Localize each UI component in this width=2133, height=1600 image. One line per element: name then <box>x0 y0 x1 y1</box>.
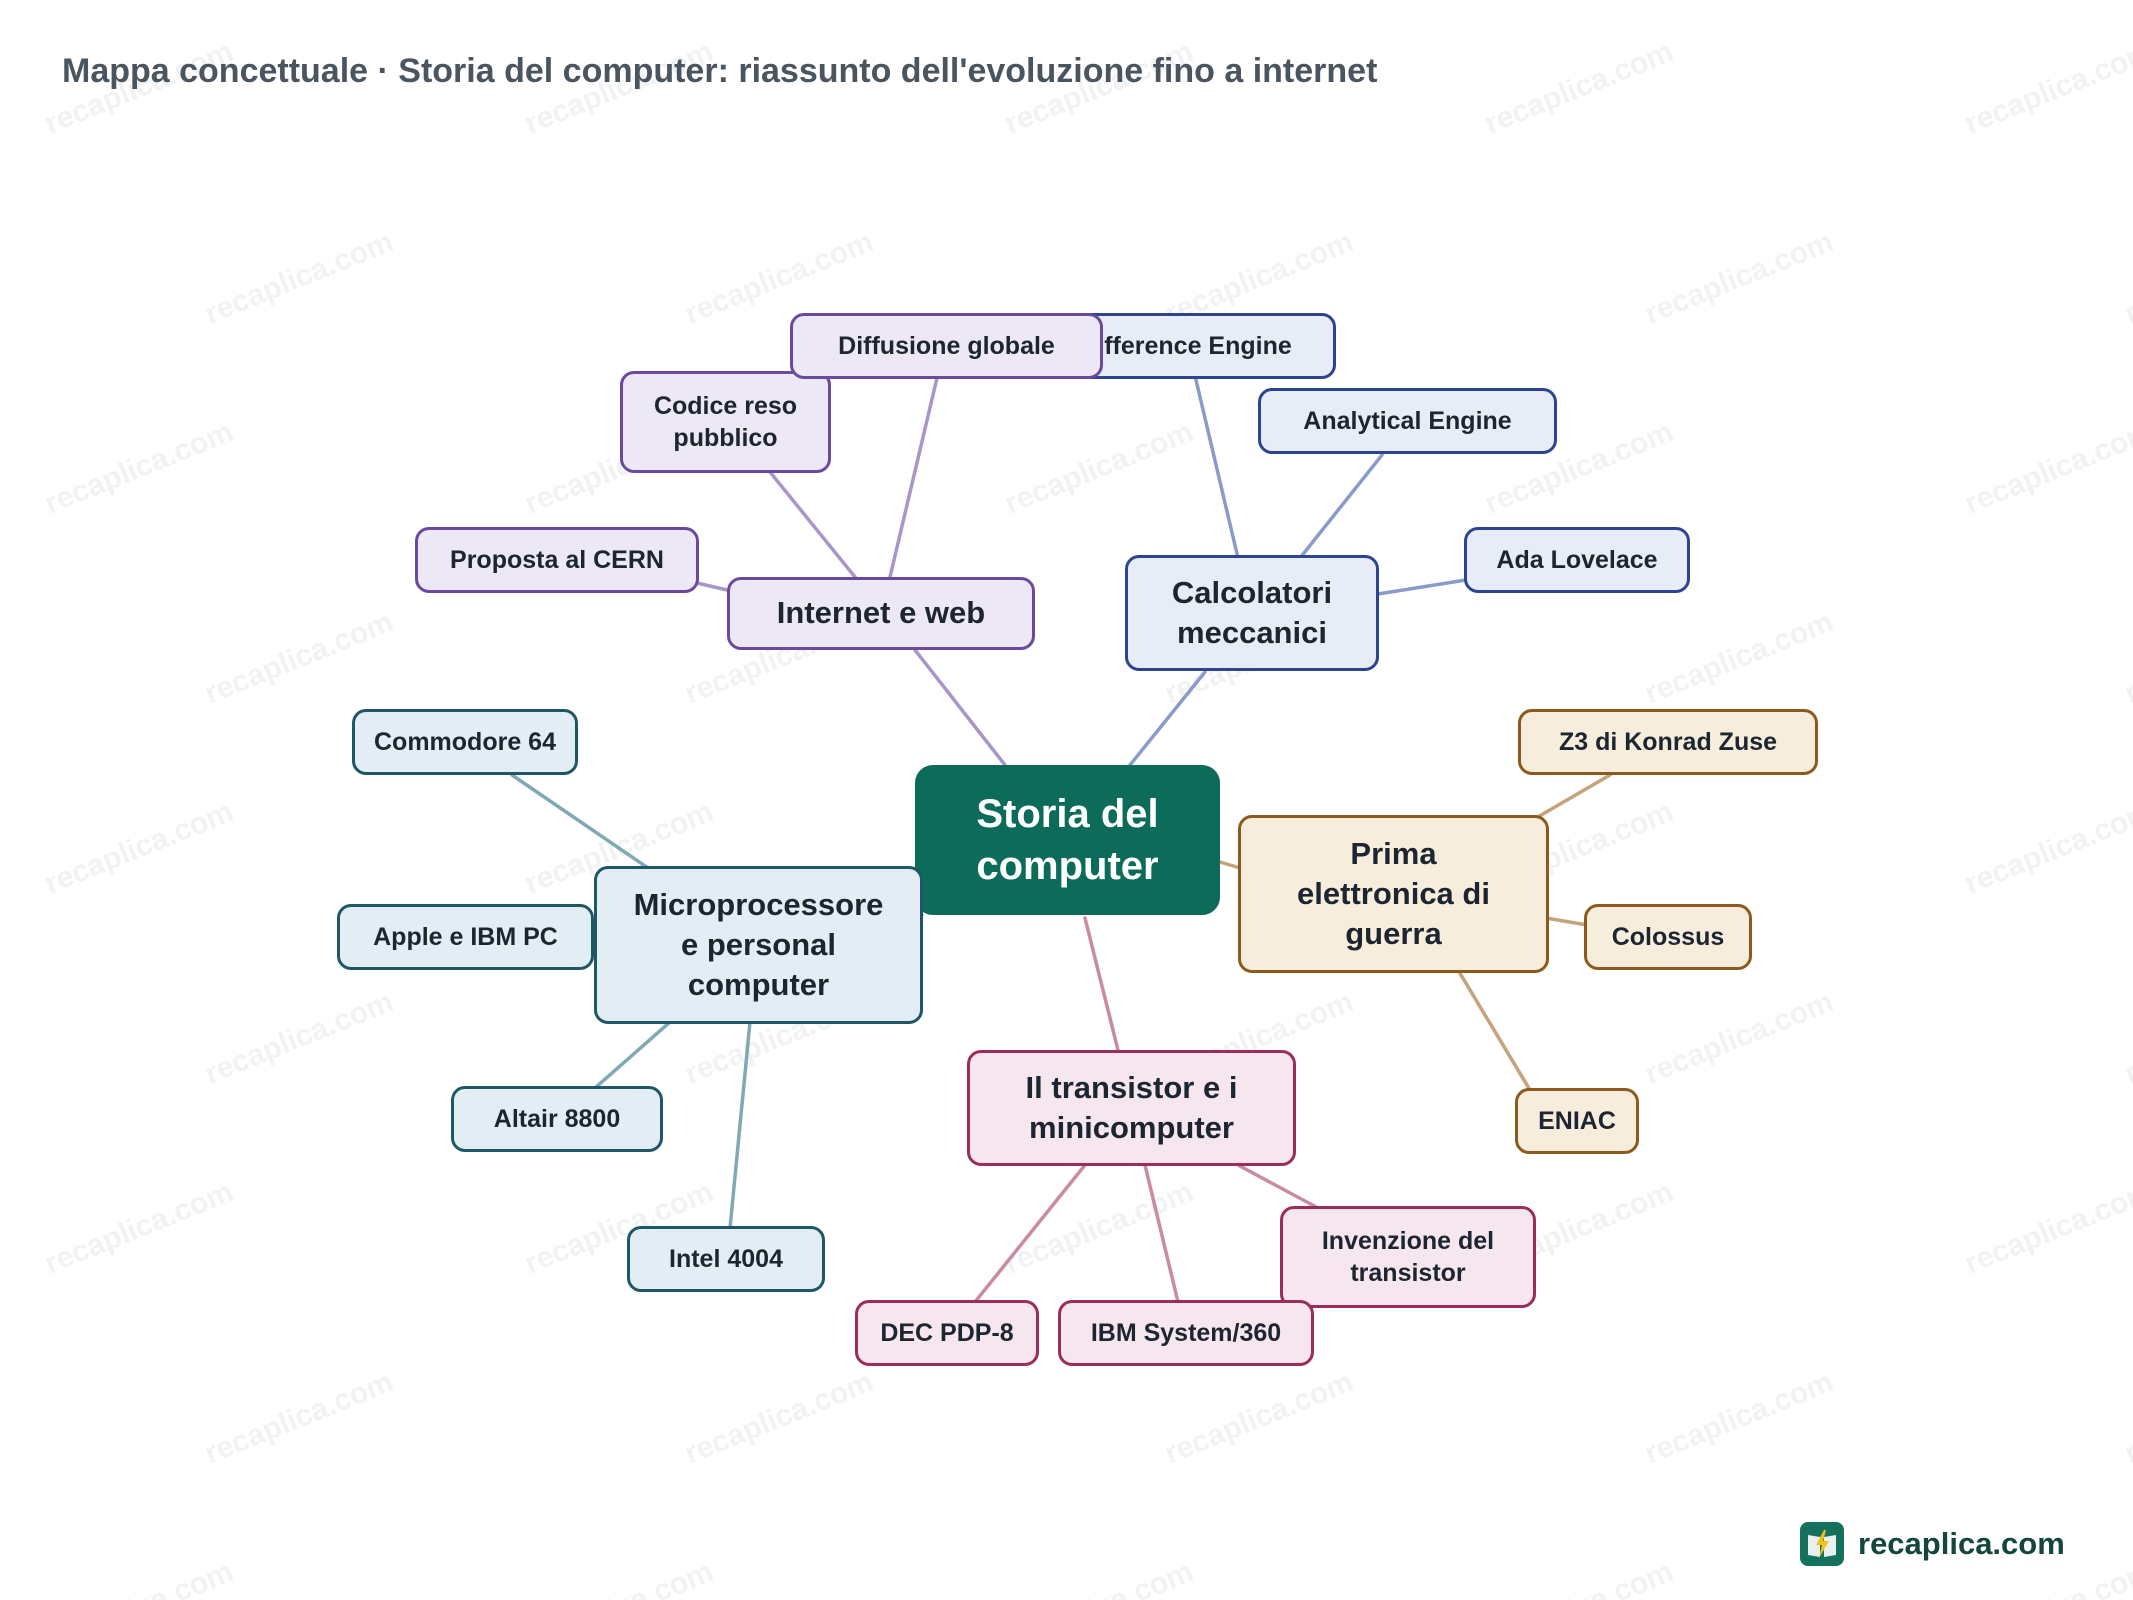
node-root[interactable]: Storia del computer <box>915 765 1220 915</box>
leaf-label: Ada Lovelace <box>1496 545 1658 574</box>
link-elettronica-eniac <box>1456 968 1532 1092</box>
leaf-label: DEC PDP-8 <box>880 1318 1014 1347</box>
link-root-internet <box>913 648 1007 767</box>
link-transistor-dec <box>973 1163 1087 1304</box>
leaf-label: Difference Engine <box>1079 331 1292 360</box>
node-analytical-engine[interactable]: Analytical Engine <box>1258 388 1557 454</box>
leaf-label: Analytical Engine <box>1303 406 1512 435</box>
link-root-elettronica <box>1218 860 1242 870</box>
branch-label: Il transistor e i minicomputer <box>1025 1069 1238 1145</box>
brand-logo[interactable]: recaplica.com <box>1800 1522 2065 1566</box>
node-apple-ibm-pc[interactable]: Apple e IBM PC <box>337 904 594 970</box>
link-internet-proposta <box>695 581 729 592</box>
book-lightning-icon <box>1800 1522 1844 1566</box>
branch-label: Calcolatori meccanici <box>1171 574 1333 650</box>
leaf-label: ENIAC <box>1538 1106 1616 1135</box>
link-micro-commodore <box>510 773 650 870</box>
node-dec-pdp-8[interactable]: DEC PDP-8 <box>855 1300 1039 1366</box>
leaf-label: Invenzione del transistor <box>1321 1226 1495 1288</box>
branch-label: Prima elettronica di guerra <box>1297 835 1490 952</box>
link-internet-codice <box>768 470 857 579</box>
leaf-label: Commodore 64 <box>374 727 556 756</box>
leaf-label: Colossus <box>1611 922 1725 951</box>
leaf-label: IBM System/360 <box>1090 1318 1282 1347</box>
node-prima-elettronica[interactable]: Prima elettronica di guerra <box>1238 815 1549 973</box>
link-root-calcolatori <box>1128 670 1207 767</box>
node-microprocessore[interactable]: Microprocessore e personal computer <box>594 866 923 1024</box>
leaf-label: Altair 8800 <box>493 1104 621 1133</box>
leaf-label: Intel 4004 <box>669 1244 783 1273</box>
link-elettronica-colossus <box>1544 916 1589 927</box>
leaf-label: Proposta al CERN <box>450 545 664 574</box>
node-codice-reso-pubblico[interactable]: Codice reso pubblico <box>620 371 831 473</box>
leaf-label: Codice reso pubblico <box>653 391 798 453</box>
link-elettronica-z3 <box>1534 773 1612 820</box>
node-intel-4004[interactable]: Intel 4004 <box>627 1226 825 1292</box>
leaf-label: Z3 di Konrad Zuse <box>1558 727 1778 756</box>
link-internet-diffusione <box>888 376 939 579</box>
node-altair-8800[interactable]: Altair 8800 <box>451 1086 663 1152</box>
node-eniac[interactable]: ENIAC <box>1515 1088 1639 1154</box>
node-proposta-al-cern[interactable]: Proposta al CERN <box>415 527 699 593</box>
node-internet-e-web[interactable]: Internet e web <box>727 577 1035 650</box>
brand-name: recaplica.com <box>1858 1526 2065 1561</box>
node-ada-lovelace[interactable]: Ada Lovelace <box>1464 527 1690 593</box>
node-invenzione-transistor[interactable]: Invenzione del transistor <box>1280 1206 1536 1308</box>
link-calcolatori-analytical <box>1298 453 1384 560</box>
node-calcolatori-meccanici[interactable]: Calcolatori meccanici <box>1125 555 1379 671</box>
link-micro-intel <box>728 1020 752 1230</box>
root-label: Storia del computer <box>976 792 1159 888</box>
branch-label: Internet e web <box>776 595 986 631</box>
leaf-label: Apple e IBM PC <box>373 922 558 951</box>
link-calcolatori-ada <box>1376 578 1468 596</box>
link-transistor-invenzione <box>1236 1163 1320 1210</box>
link-micro-altair <box>593 1020 672 1090</box>
node-diffusione-globale[interactable]: Diffusione globale <box>790 313 1103 379</box>
leaf-label: Diffusione globale <box>838 331 1055 360</box>
link-calcolatori-difference <box>1194 378 1240 560</box>
page-title: Mappa concettuale · Storia del computer:… <box>62 52 1378 90</box>
node-transistor-minicomputer[interactable]: Il transistor e i minicomputer <box>967 1050 1296 1166</box>
branch-label: Microprocessore e personal computer <box>633 886 884 1003</box>
node-z3-konrad-zuse[interactable]: Z3 di Konrad Zuse <box>1518 709 1818 775</box>
node-ibm-system-360[interactable]: IBM System/360 <box>1058 1300 1314 1366</box>
link-root-transistor <box>1083 916 1120 1052</box>
link-transistor-ibm <box>1143 1163 1180 1304</box>
node-commodore-64[interactable]: Commodore 64 <box>352 709 578 775</box>
node-colossus[interactable]: Colossus <box>1584 904 1752 970</box>
